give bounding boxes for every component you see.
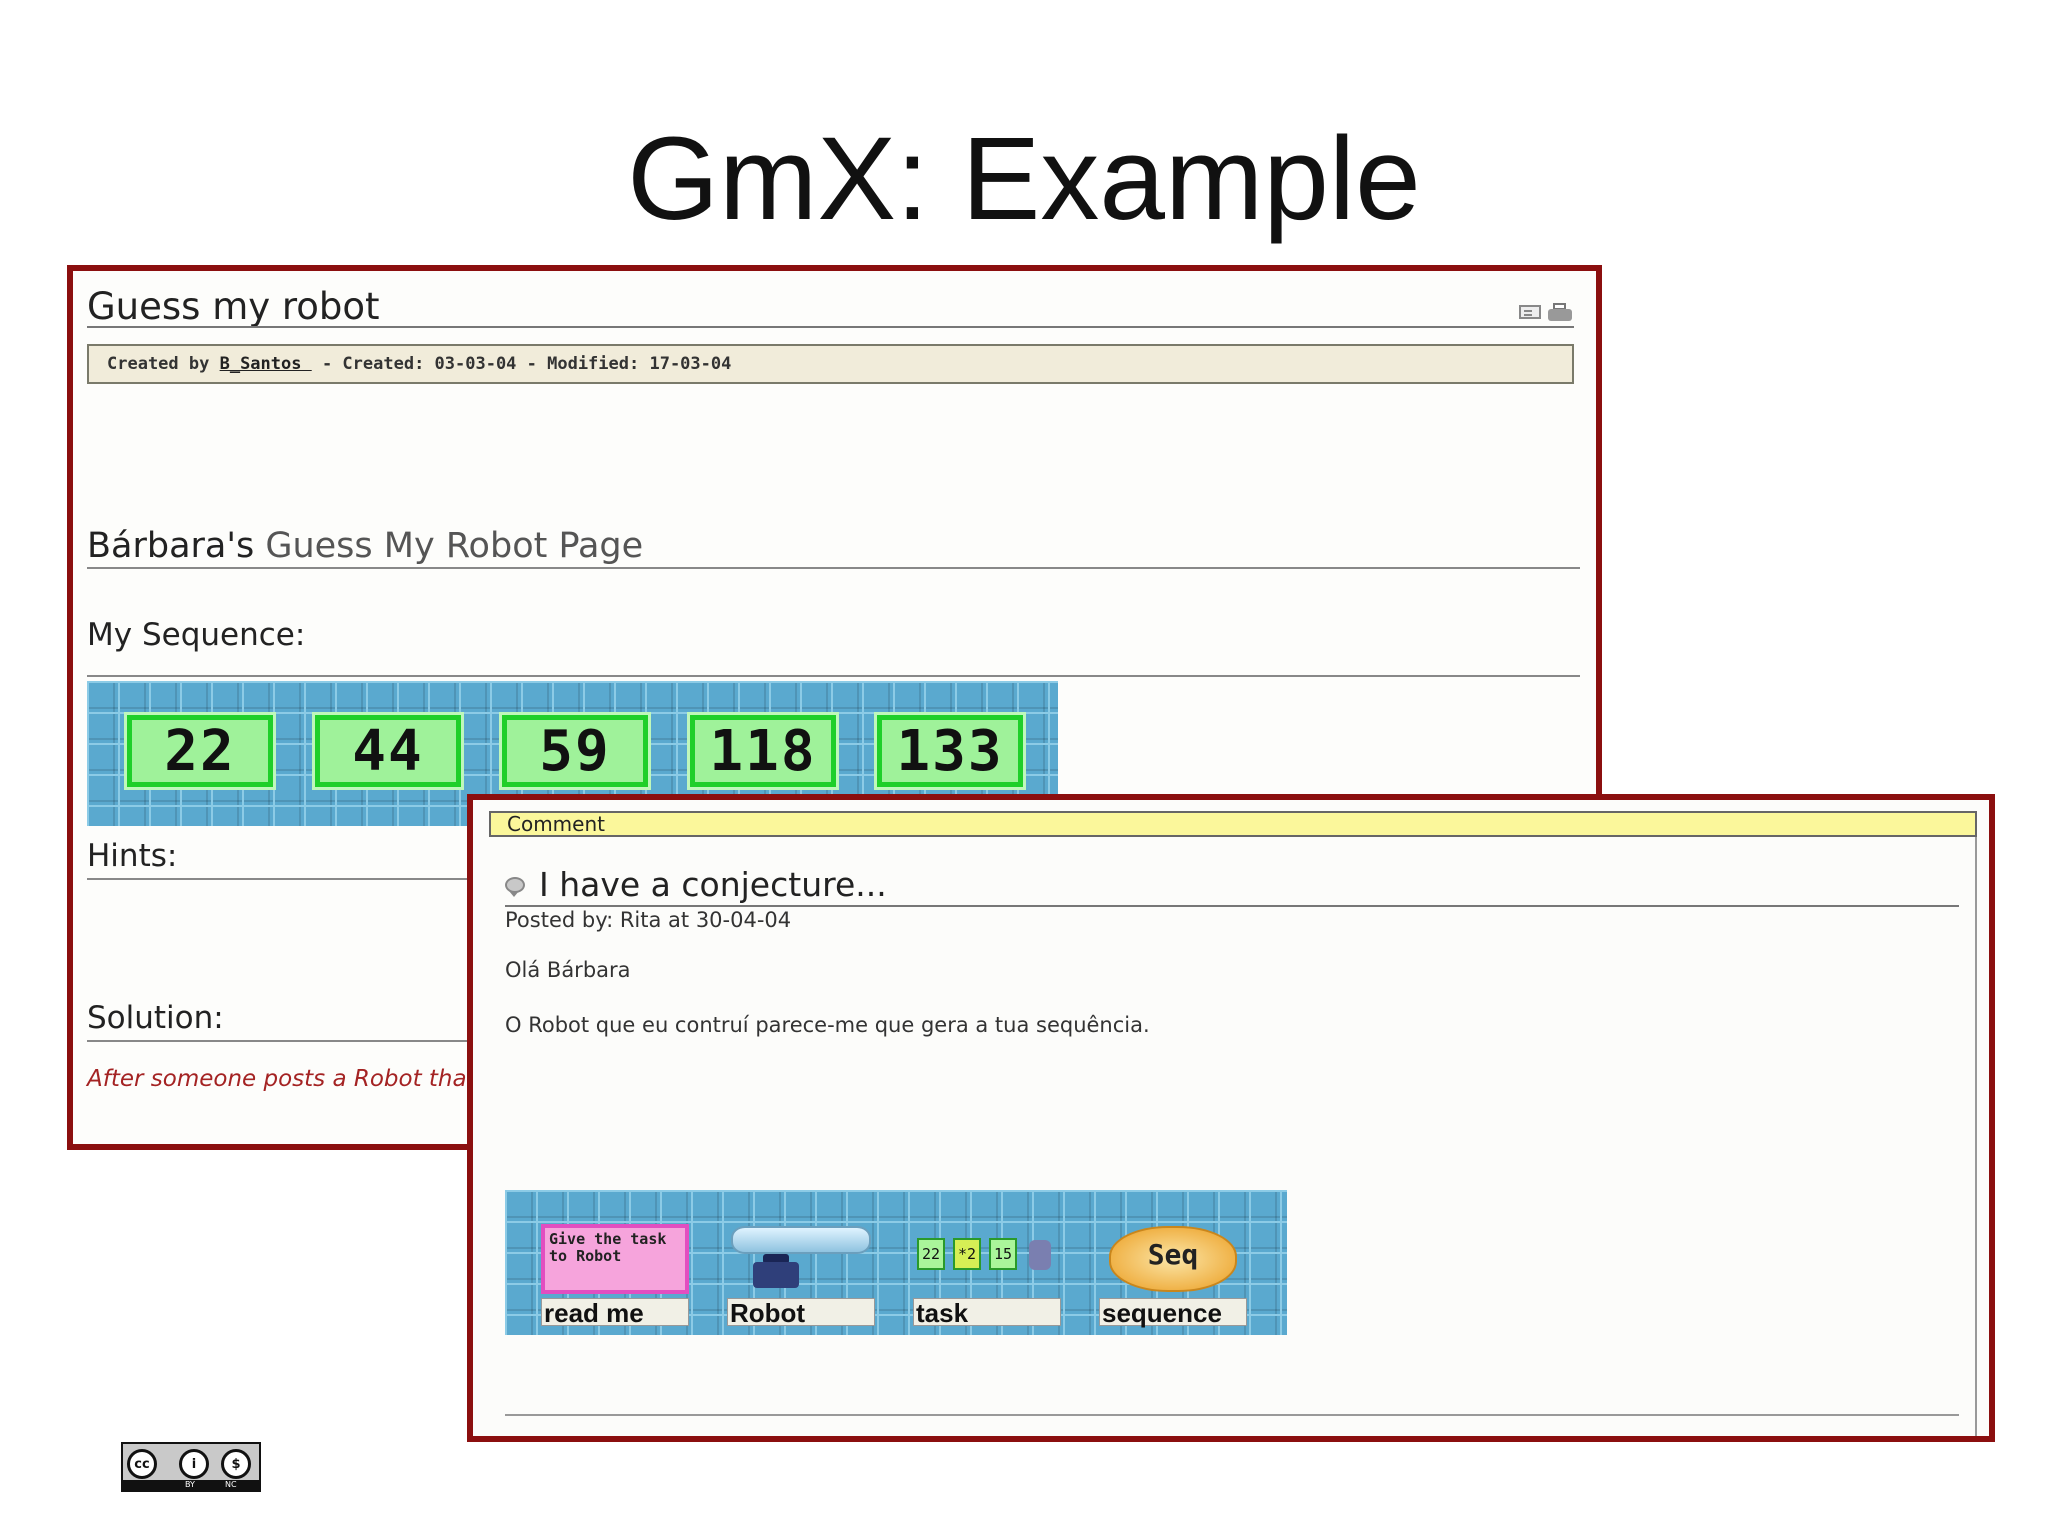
robot-tools-panel: Give the task to Robot read me Robot 22 … bbox=[505, 1190, 1287, 1335]
sequence-label: My Sequence: bbox=[87, 617, 306, 653]
comment-title-divider bbox=[505, 905, 1959, 907]
print-icon[interactable] bbox=[1548, 303, 1572, 321]
title-divider bbox=[87, 326, 1574, 328]
comment-greeting: Olá Bárbara bbox=[505, 958, 631, 982]
sequence-tile: 22 bbox=[127, 715, 273, 787]
sequence-burst-icon: Seq bbox=[1109, 1226, 1237, 1292]
slide-title: GmX: Example bbox=[627, 113, 1421, 245]
robot-ship-icon bbox=[731, 1226, 871, 1254]
creative-commons-badge: cc i $ BY NC bbox=[121, 1442, 261, 1492]
task-label[interactable]: task bbox=[913, 1298, 1061, 1327]
sequence-divider bbox=[87, 675, 1580, 677]
metadata-bar: Created by B_Santos - Created: 03-03-04 … bbox=[87, 344, 1574, 384]
comment-title-row: I have a conjecture... bbox=[505, 865, 887, 904]
task-image[interactable]: 22 *2 15 bbox=[913, 1224, 1061, 1294]
sequence-tool[interactable]: Seq sequence bbox=[1099, 1224, 1247, 1328]
task-box: 15 bbox=[989, 1238, 1017, 1270]
task-box: 22 bbox=[917, 1238, 945, 1270]
robot-tool[interactable]: Robot bbox=[727, 1224, 875, 1328]
sequence-tile: 44 bbox=[315, 715, 461, 787]
readme-label[interactable]: read me bbox=[541, 1298, 689, 1327]
robot-head-icon bbox=[763, 1254, 789, 1264]
solution-label: Solution: bbox=[87, 1000, 224, 1036]
sequence-image[interactable]: Seq bbox=[1099, 1224, 1247, 1294]
readme-image[interactable]: Give the task to Robot bbox=[541, 1224, 689, 1294]
solution-divider bbox=[87, 1040, 487, 1042]
sequence-tile: 59 bbox=[502, 715, 648, 787]
speech-bubble-icon bbox=[505, 876, 525, 897]
comment-bottom-divider bbox=[505, 1414, 1959, 1416]
robot-label[interactable]: Robot bbox=[727, 1298, 875, 1327]
email-icon[interactable] bbox=[1519, 305, 1541, 319]
hints-label: Hints: bbox=[87, 838, 178, 874]
created-by-label: Created by bbox=[107, 354, 220, 374]
dates-text: - Created: 03-03-04 - Modified: 17-03-04 bbox=[311, 354, 732, 374]
comment-right-border bbox=[1975, 837, 1977, 1436]
noncommercial-icon: $ bbox=[221, 1449, 251, 1479]
sequence-tile: 133 bbox=[877, 715, 1023, 787]
by-label: BY bbox=[185, 1480, 195, 1489]
page-title: Guess my robot bbox=[87, 285, 380, 328]
task-box: *2 bbox=[953, 1238, 981, 1270]
heading-divider bbox=[87, 567, 1580, 569]
comment-header: Comment bbox=[489, 811, 1977, 837]
robot-image[interactable] bbox=[727, 1224, 875, 1294]
sequence-label[interactable]: sequence bbox=[1099, 1298, 1247, 1327]
readme-tool[interactable]: Give the task to Robot read me bbox=[541, 1224, 689, 1328]
nc-label: NC bbox=[225, 1480, 237, 1489]
author-link[interactable]: B_Santos bbox=[219, 354, 312, 374]
page-heading: Bárbara's Guess My Robot Page bbox=[87, 526, 643, 566]
heading-rest: Guess My Robot Page bbox=[254, 526, 644, 566]
cc-icon: cc bbox=[127, 1449, 157, 1479]
robot-body-icon bbox=[753, 1262, 799, 1288]
task-figure-icon bbox=[1029, 1240, 1051, 1270]
hints-divider bbox=[87, 878, 487, 880]
license-strip: BY NC bbox=[123, 1480, 259, 1490]
comment-title: I have a conjecture... bbox=[539, 865, 887, 904]
task-tool[interactable]: 22 *2 15 task bbox=[913, 1224, 1061, 1328]
solution-text: After someone posts a Robot that bbox=[87, 1066, 476, 1092]
comment-window: Comment I have a conjecture... Posted by… bbox=[467, 794, 1995, 1442]
attribution-icon: i bbox=[179, 1449, 209, 1479]
comment-body: O Robot que eu contruí parece-me que ger… bbox=[505, 1013, 1150, 1037]
posted-by: Posted by: Rita at 30-04-04 bbox=[505, 908, 792, 932]
heading-owner: Bárbara's bbox=[87, 526, 255, 566]
sequence-tile: 118 bbox=[690, 715, 836, 787]
